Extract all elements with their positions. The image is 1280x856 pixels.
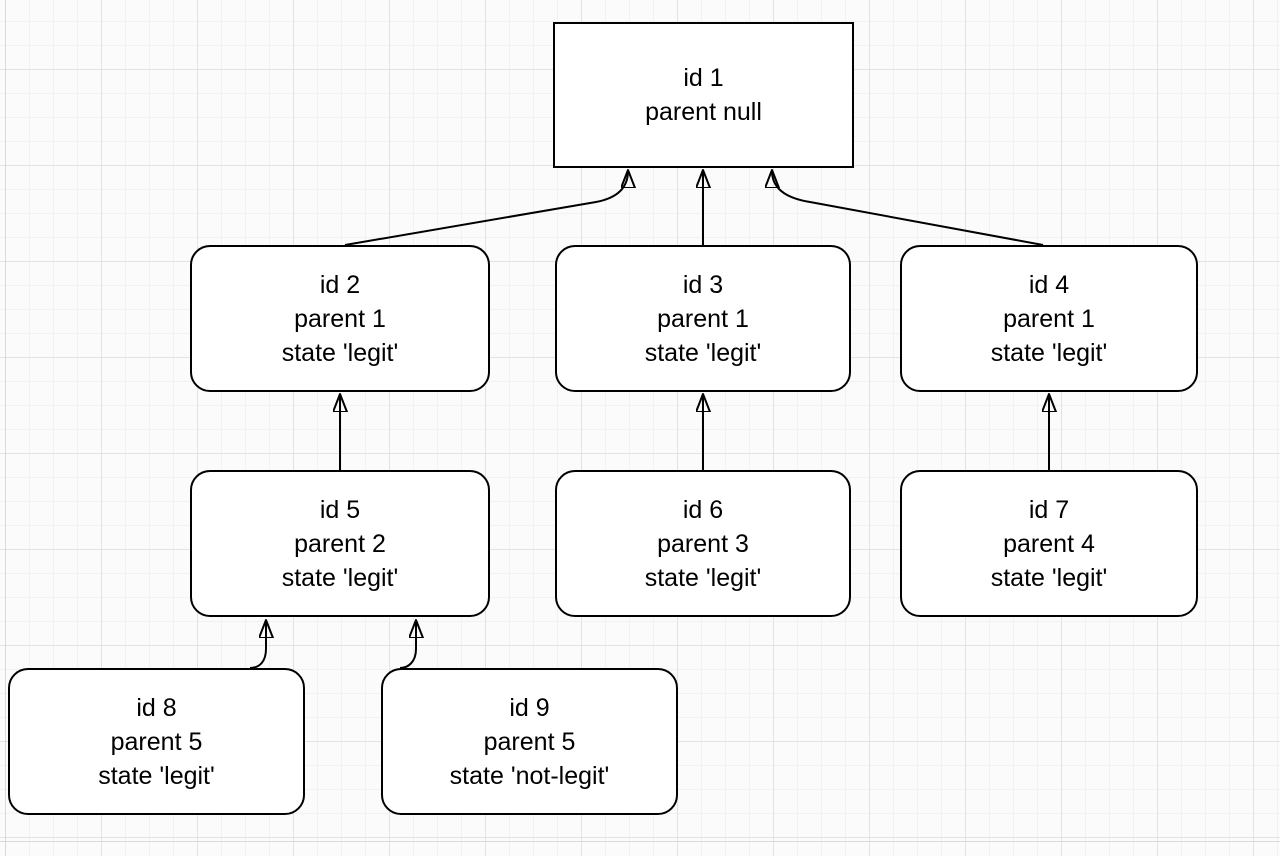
node-3-parent: parent 1: [657, 304, 749, 333]
edge-4-to-1[interactable]: [772, 171, 1044, 246]
node-5[interactable]: id 5 parent 2 state 'legit': [190, 470, 490, 617]
node-9-id: id 9: [509, 693, 550, 722]
node-5-id: id 5: [319, 495, 361, 524]
edge-8-to-5[interactable]: [249, 621, 266, 669]
node-8-state: state 'legit': [98, 761, 215, 790]
node-3-state: state 'legit': [644, 338, 762, 367]
node-7-parent: parent 4: [1003, 529, 1095, 558]
node-4[interactable]: id 4 parent 1 state 'legit': [900, 245, 1198, 392]
node-2[interactable]: id 2 parent 1 state 'legit': [190, 245, 490, 392]
node-6-id: id 6: [682, 495, 724, 524]
node-7-state: state 'legit': [990, 563, 1108, 592]
edge-2-to-1[interactable]: [344, 171, 628, 246]
node-2-state: state 'legit': [281, 338, 399, 367]
node-9[interactable]: id 9 parent 5 state 'not-legit': [381, 668, 678, 815]
node-9-parent: parent 5: [483, 727, 576, 756]
page-boundary-bottom: [0, 841, 1280, 842]
node-1-id: id 1: [683, 64, 724, 92]
node-4-state: state 'legit': [990, 338, 1108, 367]
node-6-parent: parent 3: [657, 529, 749, 558]
node-1[interactable]: id 1 parent null: [553, 22, 854, 168]
edge-9-to-5[interactable]: [399, 621, 416, 669]
node-5-state: state 'legit': [281, 563, 399, 592]
node-3-id: id 3: [682, 270, 724, 299]
node-6-state: state 'legit': [644, 563, 762, 592]
node-8[interactable]: id 8 parent 5 state 'legit': [8, 668, 305, 815]
node-2-id: id 2: [319, 270, 361, 299]
node-4-id: id 4: [1028, 270, 1070, 299]
node-8-id: id 8: [136, 693, 177, 722]
node-7-id: id 7: [1028, 495, 1070, 524]
node-3[interactable]: id 3 parent 1 state 'legit': [555, 245, 851, 392]
node-1-parent: parent null: [645, 98, 762, 126]
node-4-parent: parent 1: [1003, 304, 1095, 333]
node-6[interactable]: id 6 parent 3 state 'legit': [555, 470, 851, 617]
node-2-parent: parent 1: [294, 304, 386, 333]
node-8-parent: parent 5: [110, 727, 203, 756]
node-7[interactable]: id 7 parent 4 state 'legit': [900, 470, 1198, 617]
node-5-parent: parent 2: [294, 529, 386, 558]
page-boundary-left: [5, 0, 6, 856]
node-9-state: state 'not-legit': [449, 761, 610, 790]
